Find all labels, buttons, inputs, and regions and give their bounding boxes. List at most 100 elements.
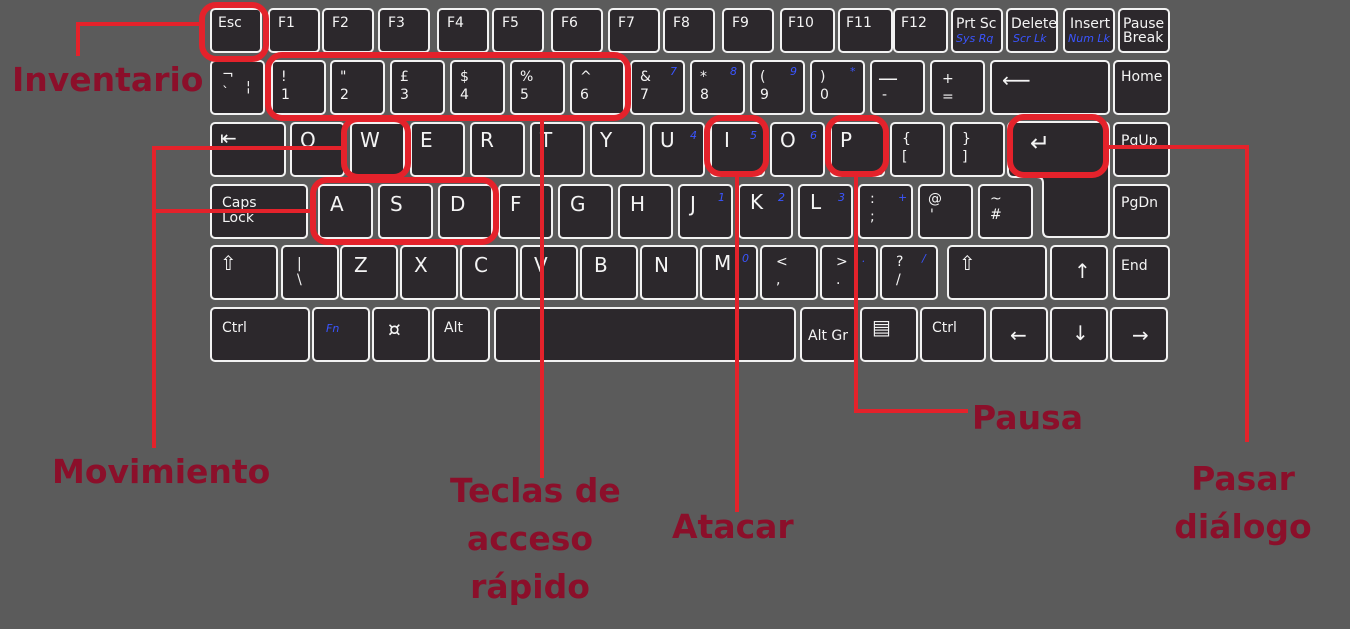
key-a[interactable]: A xyxy=(318,184,373,239)
key-r[interactable]: R xyxy=(470,122,525,177)
key-menu[interactable]: ▤ xyxy=(860,307,918,362)
key-k0[interactable]: )0* xyxy=(810,60,865,115)
key-label-k6: 6 xyxy=(580,87,589,103)
key-fn[interactable]: Fn xyxy=(312,307,370,362)
key-k1[interactable]: !1 xyxy=(271,60,326,115)
key-p[interactable]: P xyxy=(830,122,885,177)
key-c[interactable]: C xyxy=(460,245,518,300)
key-rshift[interactable]: ⇧ xyxy=(947,245,1047,300)
key-pgup[interactable]: PgUp xyxy=(1113,122,1170,177)
key-n[interactable]: N xyxy=(640,245,698,300)
key-b[interactable]: B xyxy=(580,245,638,300)
key-period[interactable]: >.. xyxy=(820,245,878,300)
key-f4[interactable]: F4 xyxy=(437,8,489,53)
key-k4[interactable]: $4 xyxy=(450,60,505,115)
key-up[interactable]: ↑ xyxy=(1050,245,1108,300)
key-v[interactable]: V xyxy=(520,245,578,300)
key-backslash[interactable]: |\ xyxy=(281,245,339,300)
key-label-apostrophe: ' xyxy=(930,207,934,223)
key-equals[interactable]: += xyxy=(930,60,985,115)
key-f8[interactable]: F8 xyxy=(663,8,715,53)
key-s[interactable]: S xyxy=(378,184,433,239)
key-k3[interactable]: £3 xyxy=(390,60,445,115)
key-minus[interactable]: —- xyxy=(870,60,925,115)
key-win[interactable]: ¤ xyxy=(372,307,430,362)
key-z[interactable]: Z xyxy=(340,245,398,300)
key-backspace[interactable]: ⟵ xyxy=(990,60,1110,115)
key-lshift[interactable]: ⇧ xyxy=(210,245,278,300)
key-e[interactable]: E xyxy=(410,122,465,177)
key-home[interactable]: Home xyxy=(1113,60,1170,115)
key-d[interactable]: D xyxy=(438,184,493,239)
key-label-k0-fn: * xyxy=(850,65,856,78)
key-x[interactable]: X xyxy=(400,245,458,300)
key-rctrl[interactable]: Ctrl xyxy=(920,307,986,362)
key-y[interactable]: Y xyxy=(590,122,645,177)
key-quote[interactable]: @' xyxy=(918,184,973,239)
key-semicolon[interactable]: :;+ xyxy=(858,184,913,239)
key-tilde[interactable]: ¬`¦ xyxy=(210,60,265,115)
key-label-o-fn: 6 xyxy=(810,129,817,142)
key-alt[interactable]: Alt xyxy=(432,307,490,362)
key-tab[interactable]: ⇤ xyxy=(210,122,286,177)
key-f[interactable]: F xyxy=(498,184,553,239)
key-left[interactable]: ← xyxy=(990,307,1048,362)
key-down[interactable]: ↓ xyxy=(1050,307,1108,362)
key-label-tilde: ~ xyxy=(990,191,1002,207)
key-esc[interactable]: Esc xyxy=(210,8,262,53)
key-g[interactable]: G xyxy=(558,184,613,239)
key-f5[interactable]: F5 xyxy=(492,8,544,53)
key-f9[interactable]: F9 xyxy=(722,8,774,53)
key-w[interactable]: W xyxy=(350,122,405,177)
shift-icon: ⇧ xyxy=(959,251,976,275)
key-f2[interactable]: F2 xyxy=(322,8,374,53)
key-label-k7-fn: 7 xyxy=(670,65,677,78)
key-right[interactable]: → xyxy=(1110,307,1168,362)
key-f3[interactable]: F3 xyxy=(378,8,430,53)
key-hash[interactable]: ~# xyxy=(978,184,1033,239)
key-label-f1: F1 xyxy=(278,15,295,31)
key-label-s: S xyxy=(390,192,403,216)
key-space[interactable] xyxy=(494,307,796,362)
key-f7[interactable]: F7 xyxy=(608,8,660,53)
tab-icon: ⇤ xyxy=(220,126,237,150)
key-f10[interactable]: F10 xyxy=(780,8,835,53)
key-lctrl[interactable]: Ctrl xyxy=(210,307,310,362)
key-altgr[interactable]: Alt Gr xyxy=(800,307,858,362)
key-label-v: V xyxy=(534,253,548,277)
key-comma[interactable]: <, xyxy=(760,245,818,300)
key-k5[interactable]: %5 xyxy=(510,60,565,115)
key-rbrace[interactable]: }] xyxy=(950,122,1005,177)
key-slash[interactable]: ?// xyxy=(880,245,938,300)
key-h[interactable]: H xyxy=(618,184,673,239)
key-pgdn[interactable]: PgDn xyxy=(1113,184,1170,239)
key-label-y: Y xyxy=(600,128,613,152)
key-t[interactable]: T xyxy=(530,122,585,177)
key-k6[interactable]: ^6 xyxy=(570,60,625,115)
key-k2[interactable]: "2 xyxy=(330,60,385,115)
key-f12[interactable]: F12 xyxy=(893,8,948,53)
key-label-semicolon-fn: + xyxy=(898,191,908,204)
key-f1[interactable]: F1 xyxy=(268,8,320,53)
key-f11[interactable]: F11 xyxy=(838,8,893,53)
key-lbrace[interactable]: {[ xyxy=(890,122,945,177)
key-end[interactable]: End xyxy=(1113,245,1170,300)
key-label-period-fn: . xyxy=(862,252,866,265)
key-f6[interactable]: F6 xyxy=(551,8,603,53)
key-q[interactable]: Q xyxy=(290,122,345,177)
